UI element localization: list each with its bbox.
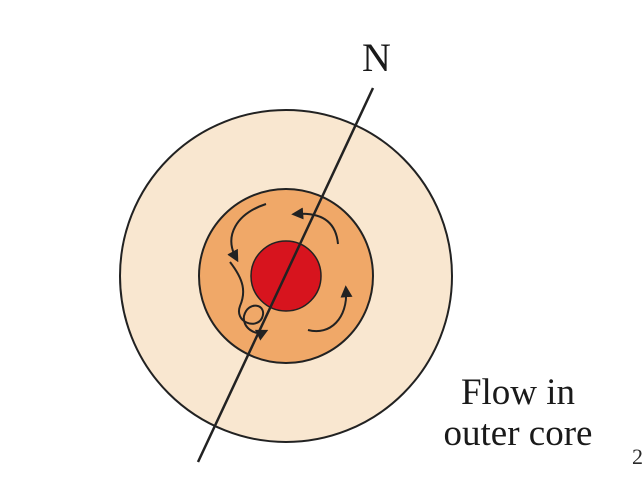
rotation-axis-line: [196, 87, 375, 463]
page-number-fragment: 2: [632, 444, 643, 469]
flow-arrows: [227, 203, 353, 341]
flow-in-outer-core-label: Flow in outer core: [408, 372, 628, 455]
flow-label-line-1: Flow in: [460, 372, 576, 413]
curved-arrow-icon: [291, 207, 339, 245]
flow-label-line-2: outer core: [443, 413, 593, 455]
north-label: N: [362, 35, 391, 80]
curved-arrow-icon: [307, 285, 353, 333]
curved-arrow-icon: [227, 203, 267, 263]
curved-arrow-icon: [229, 261, 269, 341]
